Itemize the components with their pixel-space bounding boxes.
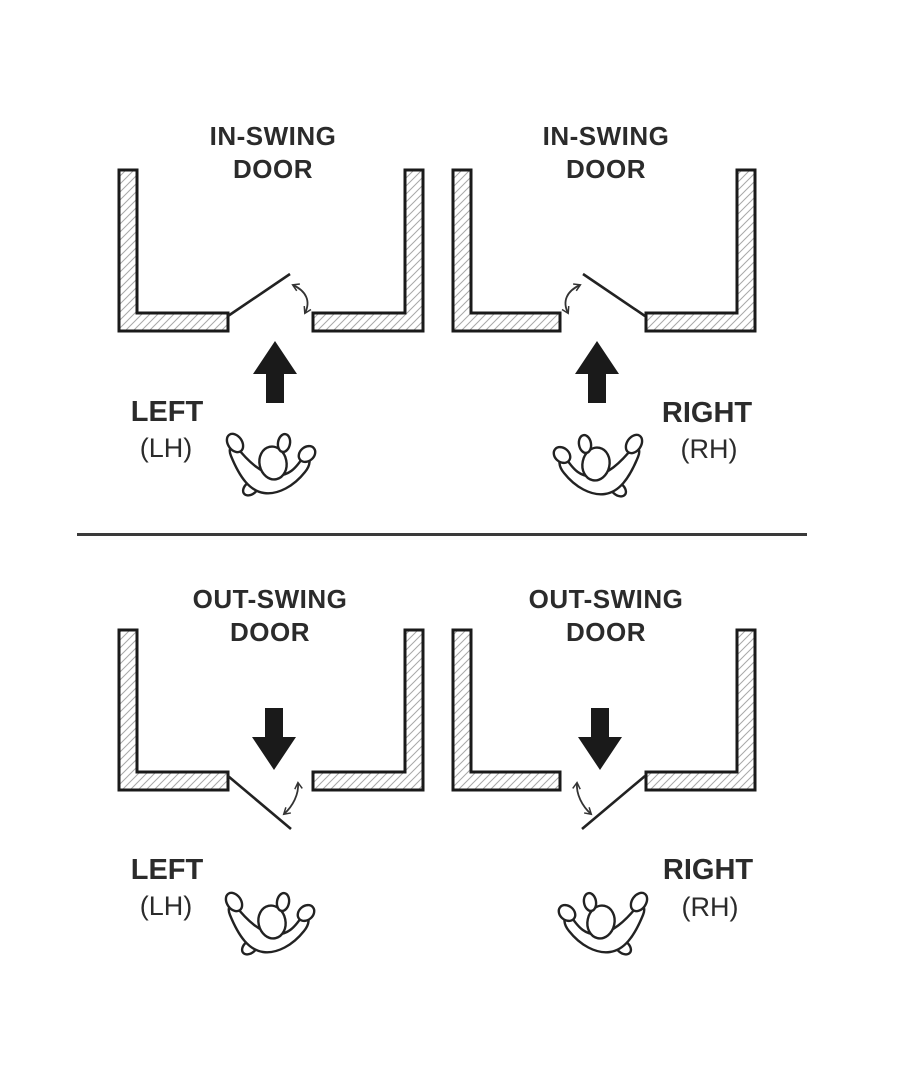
panel-in-swing-left-graphics <box>117 168 425 500</box>
hand-label-out-swing-left: LEFT <box>130 854 204 886</box>
person-top-view-icon <box>554 888 652 959</box>
door-leaf <box>227 775 292 830</box>
title-line-2: DOOR <box>566 617 646 647</box>
panel-title-out-swing-right: OUT-SWING DOOR <box>529 583 684 649</box>
wall-right <box>644 168 757 333</box>
swing-arc-icon <box>561 283 582 315</box>
title-line-2: DOOR <box>565 154 646 184</box>
hand-code-in-swing-left: (LH) <box>139 433 193 463</box>
swing-arc-icon <box>282 781 303 816</box>
title-line-1: OUT-SWING <box>192 584 348 614</box>
door-leaf <box>227 272 291 318</box>
panel-title-in-swing-left: IN-SWING DOOR <box>210 120 337 186</box>
hand-label-in-swing-left: LEFT <box>130 396 204 428</box>
person-top-view-icon <box>221 888 319 959</box>
title-line-2: DOOR <box>230 617 310 647</box>
entry-direction-down-arrow-icon <box>578 708 622 770</box>
hand-code-in-swing-right: (RH) <box>680 434 738 464</box>
entry-direction-up-arrow-icon <box>253 341 297 403</box>
person-top-view-icon <box>549 430 647 501</box>
wall-right <box>644 628 757 792</box>
wall-right <box>311 628 425 792</box>
panel-title-in-swing-right: IN-SWING DOOR <box>543 120 670 186</box>
section-divider <box>77 533 807 536</box>
panel-out-swing-right-graphics <box>451 628 757 959</box>
entry-direction-down-arrow-icon <box>252 708 296 770</box>
hand-label-out-swing-right: RIGHT <box>662 854 754 886</box>
hand-code-out-swing-right: (RH) <box>681 892 739 922</box>
hand-label-in-swing-right: RIGHT <box>661 397 753 429</box>
wall-right <box>311 168 425 333</box>
door-leaf <box>582 272 646 318</box>
swing-arc-icon <box>572 781 593 816</box>
panel-out-swing-left-graphics <box>117 628 425 959</box>
title-line-1: IN-SWING <box>542 121 670 151</box>
wall-left <box>451 168 562 333</box>
title-line-1: IN-SWING <box>209 121 337 151</box>
wall-left <box>117 628 230 792</box>
swing-arc-icon <box>291 283 312 315</box>
panel-in-swing-right-graphics <box>451 168 757 501</box>
hand-code-out-swing-left: (LH) <box>139 891 193 921</box>
panel-title-out-swing-left: OUT-SWING DOOR <box>193 583 348 649</box>
door-leaf <box>581 775 646 830</box>
wall-left <box>117 168 230 333</box>
wall-left <box>451 628 562 792</box>
title-line-2: DOOR <box>232 154 313 184</box>
person-top-view-icon <box>222 429 320 500</box>
entry-direction-up-arrow-icon <box>575 341 619 403</box>
title-line-1: OUT-SWING <box>528 584 684 614</box>
